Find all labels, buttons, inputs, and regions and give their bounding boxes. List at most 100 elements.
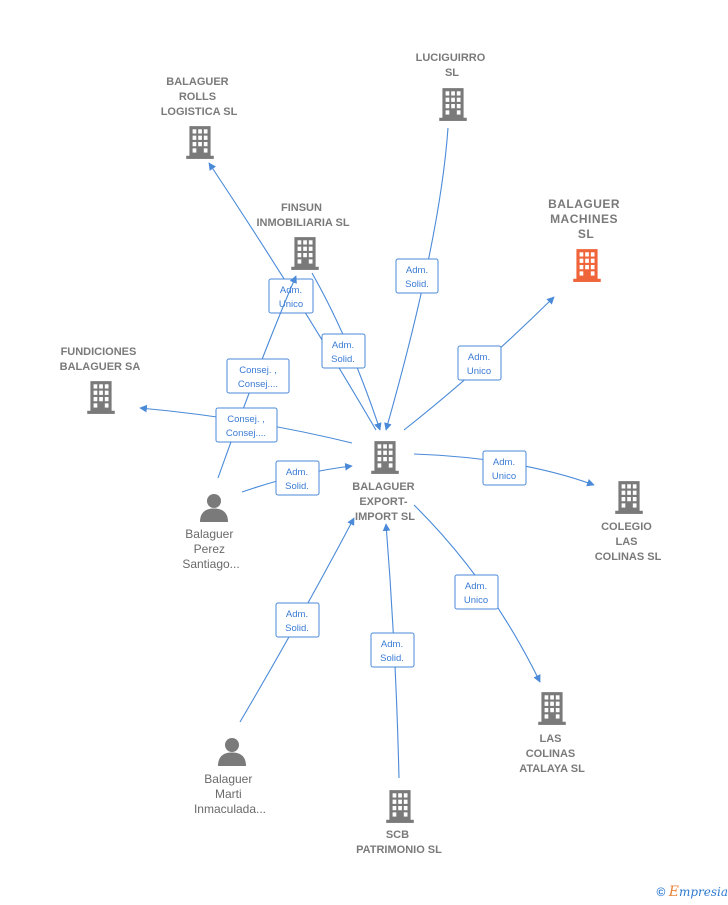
building-icon: [538, 692, 566, 725]
node-label-line: PATRIMONIO SL: [356, 844, 442, 856]
svg-text:LUCIGUIRRO SL: LUCIGUIRRO SL: [416, 52, 489, 79]
node-label-line: FINSUN: [281, 202, 322, 214]
edge-finsun-adm-solid[interactable]: Adm. Solid.: [311, 272, 382, 431]
node-machines[interactable]: BALAGUER MACHINES SL: [548, 197, 624, 282]
node-luciguirro[interactable]: LUCIGUIRRO SL: [416, 52, 489, 121]
svg-text:Consej....: Consej....: [226, 428, 266, 439]
svg-text:Consej. ,: Consej. ,: [239, 365, 277, 376]
node-label-line: ATALAYA SL: [519, 763, 585, 775]
edge-label-line: Solid.: [405, 279, 429, 290]
svg-text:Adm.: Adm.: [286, 609, 308, 620]
svg-text:COLEGIO LAS CO: COLEGIO LAS COLINAS SL: [595, 521, 662, 563]
edge-luciguirro-adm-solid[interactable]: Adm. Solid.: [384, 127, 449, 431]
node-rolls[interactable]: BALAGUER ROLLS LOGISTICA SL: [161, 76, 238, 159]
node-label-line: IMPORT SL: [355, 511, 415, 523]
building-icon: [371, 441, 399, 474]
svg-text:BALAGUER ROLLS: BALAGUER ROLLS LOGISTICA SL: [161, 76, 238, 118]
edge-label-line: Adm.: [406, 265, 428, 276]
node-colegio[interactable]: COLEGIO LAS COLINAS SL: [595, 481, 662, 563]
node-santiago[interactable]: Balaguer Perez Santiago...: [182, 494, 240, 571]
building-icon: [186, 126, 214, 159]
edge-atalaya-adm-unico[interactable]: Adm. Unico: [413, 504, 541, 683]
node-label-line: COLINAS: [526, 748, 576, 760]
edge-label-line: Adm.: [332, 340, 354, 351]
svg-text:Solid.: Solid.: [285, 481, 309, 492]
building-icon: [615, 481, 643, 514]
edge-label-line: Solid.: [380, 653, 404, 664]
svg-text:Consej. ,: Consej. ,: [227, 414, 265, 425]
edge-label-line: Consej. ,: [227, 414, 265, 425]
building-icon: [291, 237, 319, 270]
svg-text:FINSUN INMOBILIARIA SL: FINSUN INMOBILIARIA SL: [256, 202, 349, 229]
edge-inmaculada-adm-solid[interactable]: Adm. Solid.: [239, 517, 355, 723]
node-label-line: COLINAS SL: [595, 551, 662, 563]
person-icon: [218, 738, 246, 766]
node-label-line: Santiago...: [182, 557, 239, 571]
svg-text:Adm.: Adm.: [332, 340, 354, 351]
svg-text:Adm.: Adm.: [493, 457, 515, 468]
svg-text:Solid.: Solid.: [380, 653, 404, 664]
svg-text:Balaguer Perez: Balaguer Perez Santiago...: [182, 527, 239, 571]
svg-text:Adm.: Adm.: [381, 639, 403, 650]
svg-text:Solid.: Solid.: [331, 354, 355, 365]
building-icon: [386, 790, 414, 823]
svg-text:Unico: Unico: [464, 595, 488, 606]
edge-label-line: Adm.: [286, 609, 308, 620]
edge-rolls-adm-unico[interactable]: Adm. Unico: [208, 162, 377, 431]
svg-text:Unico: Unico: [492, 471, 516, 482]
node-label-line: Perez: [194, 542, 225, 556]
svg-text:Consej....: Consej....: [238, 379, 278, 390]
edge-scb-adm-solid[interactable]: Adm. Solid.: [370, 523, 415, 779]
svg-text:FUNDICIONES BALAGUER S: FUNDICIONES BALAGUER SA: [60, 346, 141, 373]
edge-colegio-adm-unico[interactable]: Adm. Unico: [413, 450, 595, 487]
edge-fundiciones-consej[interactable]: Consej. , Consej....: [139, 404, 353, 444]
edge-label-box: [482, 450, 527, 486]
svg-text:Adm.: Adm.: [465, 581, 487, 592]
building-icon: [87, 381, 115, 414]
edge-santiago-center-adm-solid[interactable]: Adm. Solid.: [241, 460, 353, 496]
node-label-line: LUCIGUIRRO: [416, 52, 486, 64]
edge-label-line: Consej. ,: [239, 365, 277, 376]
node-scb[interactable]: SCB PATRIMONIO SL: [356, 790, 442, 856]
svg-text:SCB PATRIMONIO SL: SCB PATRIMONIO SL: [356, 829, 442, 856]
svg-text:LAS COLINAS AT: LAS COLINAS ATALAYA SL: [519, 733, 585, 775]
edge-label-box: [454, 574, 499, 610]
edge-machines-adm-unico[interactable]: Adm. Unico: [403, 296, 555, 431]
node-label-line: SCB: [386, 829, 409, 841]
edge-label-line: Adm.: [381, 639, 403, 650]
edge-label-box: [457, 345, 502, 381]
node-center[interactable]: BALAGUER EXPORT- IMPORT SL: [352, 441, 417, 523]
svg-text:Adm.: Adm.: [468, 352, 490, 363]
svg-text:Balaguer Marti: Balaguer Marti Inmaculada...: [194, 772, 266, 816]
node-label-line: LOGISTICA SL: [161, 106, 238, 118]
svg-text:BALAGUER EXPORT-: BALAGUER EXPORT- IMPORT SL: [352, 481, 417, 523]
edge-label-line: Consej....: [226, 428, 266, 439]
edge-label-box: [215, 407, 278, 443]
node-label-line: SL: [578, 227, 594, 241]
edge-label-line: Solid.: [285, 623, 309, 634]
node-inmaculada[interactable]: Balaguer Marti Inmaculada...: [194, 738, 266, 816]
node-atalaya[interactable]: LAS COLINAS ATALAYA SL: [519, 692, 585, 775]
svg-text:Adm.: Adm.: [280, 285, 302, 296]
nodes-layer: BALAGUER EXPORT- IMPORT SL LUCIGUIRRO SL…: [60, 52, 662, 856]
person-icon: [200, 494, 228, 522]
node-label-line: Balaguer: [204, 772, 252, 786]
edge-label-box: [275, 460, 320, 496]
edge-label-line: Adm.: [280, 285, 302, 296]
node-finsun[interactable]: FINSUN INMOBILIARIA SL: [256, 202, 350, 270]
node-label-line: EXPORT-: [359, 496, 408, 508]
svg-text:Adm.: Adm.: [286, 467, 308, 478]
edge-label-box: [275, 602, 320, 638]
node-label-line: FUNDICIONES: [61, 346, 137, 358]
edge-label-line: Adm.: [465, 581, 487, 592]
edge-santiago-finsun-consej[interactable]: Consej. , Consej....: [217, 275, 297, 479]
edge-label-line: Solid.: [331, 354, 355, 365]
svg-text:Solid.: Solid.: [285, 623, 309, 634]
edge-label-box: [226, 358, 290, 394]
edge-label-line: Unico: [492, 471, 516, 482]
brand-name: mpresia: [678, 885, 728, 899]
edge-label-line: Adm.: [286, 467, 308, 478]
brand-watermark: © Empresia: [657, 884, 728, 900]
node-fundiciones[interactable]: FUNDICIONES BALAGUER SA: [60, 346, 141, 414]
